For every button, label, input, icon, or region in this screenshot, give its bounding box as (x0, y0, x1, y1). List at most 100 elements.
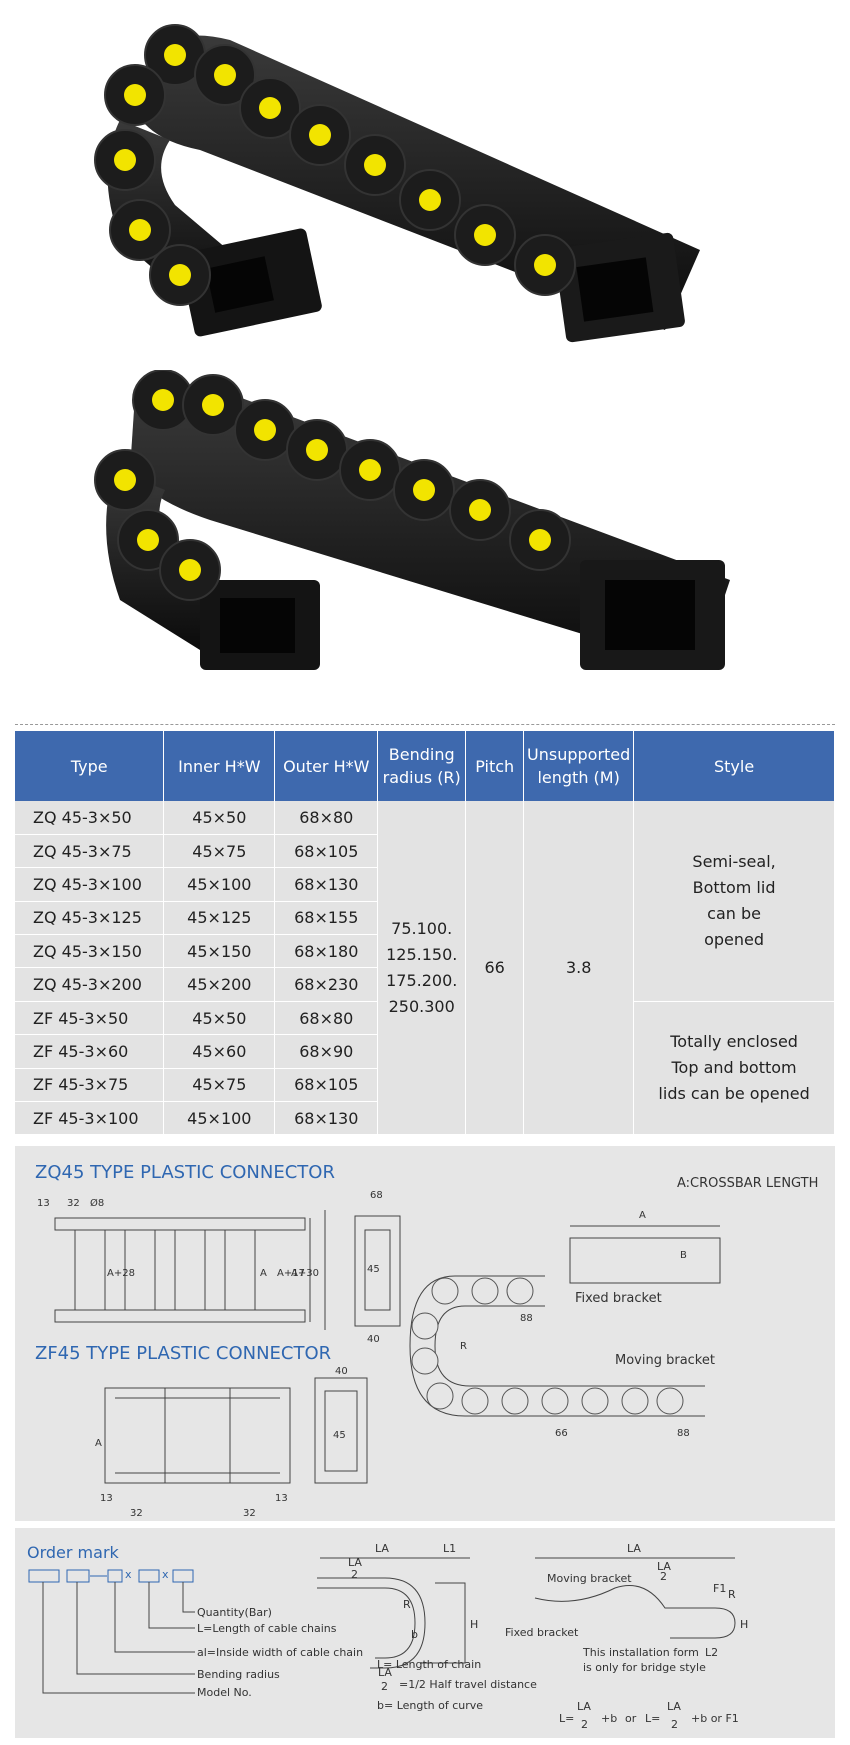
chain2-r: R (728, 1588, 736, 1601)
cell-inner: 45×200 (163, 967, 276, 1002)
chain2-l2: L2 (705, 1646, 718, 1659)
style-zq-line: can be (707, 903, 761, 923)
table-header-row: Type Inner H*W Outer H*W Bending radius … (15, 731, 835, 801)
dim-40-zf: 40 (335, 1366, 348, 1377)
dim-13: 13 (37, 1198, 50, 1209)
formula-or: or (625, 1712, 637, 1725)
dim-a28: A+28 (107, 1268, 135, 1279)
cell-inner: 45×75 (163, 834, 276, 869)
table-row: ZF 45-3×75 45×75 68×105 (15, 1068, 835, 1103)
legend-la: LA (378, 1666, 392, 1679)
header-inner: Inner H*W (163, 731, 276, 801)
formula-plus-b-1: +b (601, 1712, 618, 1725)
cell-outer: 68×130 (274, 867, 379, 902)
dim-88-bottom: 88 (677, 1428, 690, 1439)
table-row: ZF 45-3×60 45×60 68×90 (15, 1034, 835, 1069)
legend-length-of-curve: b= Length of curve (377, 1699, 484, 1712)
dim-45: 45 (367, 1264, 380, 1275)
cell-inner: 45×50 (163, 1001, 276, 1036)
chain1-la-half: LA (348, 1556, 362, 1569)
dim-32-zf: 32 (130, 1508, 143, 1519)
cell-type: ZQ 45-3×125 (15, 901, 165, 936)
style-zf-line: Top and bottom (671, 1058, 797, 1078)
style-zq-line: opened (704, 929, 765, 949)
connector-drawings-panel: ZQ45 TYPE PLASTIC CONNECTOR A:CROSSBAR L… (15, 1146, 835, 1521)
product-photo-chain-1 (0, 0, 850, 370)
bending-radius-line: 75.100. (391, 918, 453, 938)
cell-inner: 45×75 (163, 1068, 276, 1103)
table-row: ZQ 45-3×100 45×100 68×130 (15, 867, 835, 902)
chain1-b: b (411, 1628, 418, 1641)
cell-inner: 45×50 (163, 801, 276, 835)
cell-outer: 68×155 (274, 901, 379, 936)
chain2-la-half: LA (657, 1560, 671, 1573)
cell-type: ZF 45-3×75 (15, 1068, 165, 1103)
legend-length-of-chain: L= Length of chain (377, 1658, 482, 1671)
cell-inner: 45×100 (163, 1101, 276, 1136)
table-row: ZQ 45-3×75 45×75 68×105 (15, 834, 835, 869)
chain1-h: H (470, 1618, 478, 1631)
formula-l-2: L= (645, 1712, 661, 1725)
chain1-r: R (403, 1598, 411, 1611)
cell-type: ZQ 45-3×50 (15, 801, 165, 835)
cell-type: ZQ 45-3×100 (15, 867, 165, 902)
dim-a30: A+30 (291, 1268, 319, 1279)
style-zf-line: Totally enclosed (670, 1032, 798, 1052)
header-unsupported-length: Unsupported length (M) (523, 731, 635, 801)
dim-45-zf: 45 (333, 1430, 346, 1441)
zf-title: ZF45 TYPE PLASTIC CONNECTOR (35, 1343, 332, 1364)
order-line-length: L=Length of cable chains (197, 1622, 337, 1635)
connector-drawing: 13 32 Ø8 A+28 A A+17 A+30 68 45 40 40 45… (37, 1190, 721, 1519)
cell-outer: 68×230 (274, 967, 379, 1002)
dim-a: A (260, 1268, 267, 1279)
chain1-two: 2 (351, 1568, 358, 1581)
formula-two-1: 2 (581, 1718, 588, 1731)
bending-radius-line: 125.150. (386, 944, 458, 964)
order-mark-panel: Order mark x x LA LA 2 (15, 1528, 835, 1738)
cable-chain-image-2 (94, 369, 730, 670)
dim-40: 40 (367, 1334, 380, 1345)
chain1-la: LA (375, 1542, 389, 1555)
cell-outer: 68×105 (274, 1068, 379, 1103)
cell-inner: 45×150 (163, 934, 276, 969)
spec-table: Type Inner H*W Outer H*W Bending radius … (15, 731, 835, 1136)
order-line-bending-radius: Bending radius (197, 1668, 280, 1681)
table-row: ZQ 45-3×125 45×125 68×155 (15, 901, 835, 936)
bridge-note-line-1: This installation form (583, 1646, 699, 1659)
dim-13-zf-right: 13 (275, 1493, 288, 1504)
order-line-inside-width: al=Inside width of cable chain (197, 1646, 364, 1659)
cell-inner: 45×125 (163, 901, 276, 936)
header-outer: Outer H*W (274, 731, 379, 801)
bridge-note-line-2: is only for bridge style (583, 1661, 706, 1674)
style-zf-line: lids can be opened (658, 1084, 810, 1104)
cell-type: ZF 45-3×50 (15, 1001, 165, 1036)
cell-outer: 68×80 (274, 801, 379, 835)
formula-la-2: LA (667, 1700, 681, 1713)
fixed-bracket-label: Fixed bracket (575, 1291, 662, 1306)
cell-outer: 68×105 (274, 834, 379, 869)
order-line-model-no: Model No. (197, 1686, 252, 1699)
cell-type: ZF 45-3×60 (15, 1034, 165, 1069)
formula-l-1: L= (559, 1712, 575, 1725)
cell-type: ZQ 45-3×150 (15, 934, 165, 969)
table-row: ZF 45-3×100 45×100 68×130 (15, 1101, 835, 1136)
bending-radius-line: 250.300 (388, 996, 455, 1016)
order-mark-title: Order mark (27, 1543, 119, 1562)
dim-a17: A+17 (277, 1268, 305, 1279)
fixed-bracket-order-label: Fixed bracket (505, 1626, 579, 1639)
dim-d8: Ø8 (90, 1197, 104, 1209)
chain1-l1: L1 (443, 1542, 456, 1555)
table-row: ZQ 45-3×50 45×50 68×80 75.100. 125.150. … (15, 801, 835, 1136)
cell-outer: 68×90 (274, 1034, 379, 1069)
style-zq-line: Bottom lid (692, 877, 776, 897)
cell-pitch: 66 (465, 801, 525, 1136)
dim-a-zf: A (95, 1438, 102, 1449)
chain2-f1: F1 (713, 1582, 726, 1595)
order-x-2: x (162, 1568, 169, 1581)
cell-type: ZF 45-3×100 (15, 1101, 165, 1136)
table-row: ZQ 45-3×150 45×150 68×180 (15, 934, 835, 969)
cell-outer: 68×180 (274, 934, 379, 969)
formula-two-2: 2 (671, 1718, 678, 1731)
order-x-1: x (125, 1568, 132, 1581)
dim-r: R (460, 1341, 467, 1352)
